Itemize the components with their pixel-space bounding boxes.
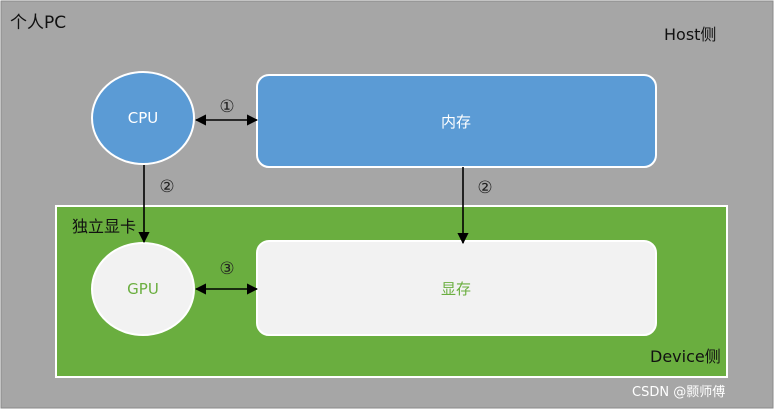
host-side-label: Host侧 xyxy=(664,25,716,44)
cpu-label: CPU xyxy=(128,109,159,127)
watermark-text: CSDN @颢师傅 xyxy=(632,385,725,400)
pc-label: 个人PC xyxy=(10,13,66,33)
memory-label: 内存 xyxy=(441,113,471,131)
step-label-cpu-memory: ① xyxy=(219,97,234,117)
gpu-label: GPU xyxy=(127,280,159,298)
step-label-cpu-gpu: ② xyxy=(159,177,174,197)
gpu-card-label: 独立显卡 xyxy=(72,217,136,236)
step-label-memory-vram: ② xyxy=(477,178,492,198)
device-side-label: Device侧 xyxy=(650,347,721,366)
vram-label: 显存 xyxy=(441,280,471,298)
step-label-gpu-vram: ③ xyxy=(219,259,234,279)
cpu-node xyxy=(91,71,195,165)
